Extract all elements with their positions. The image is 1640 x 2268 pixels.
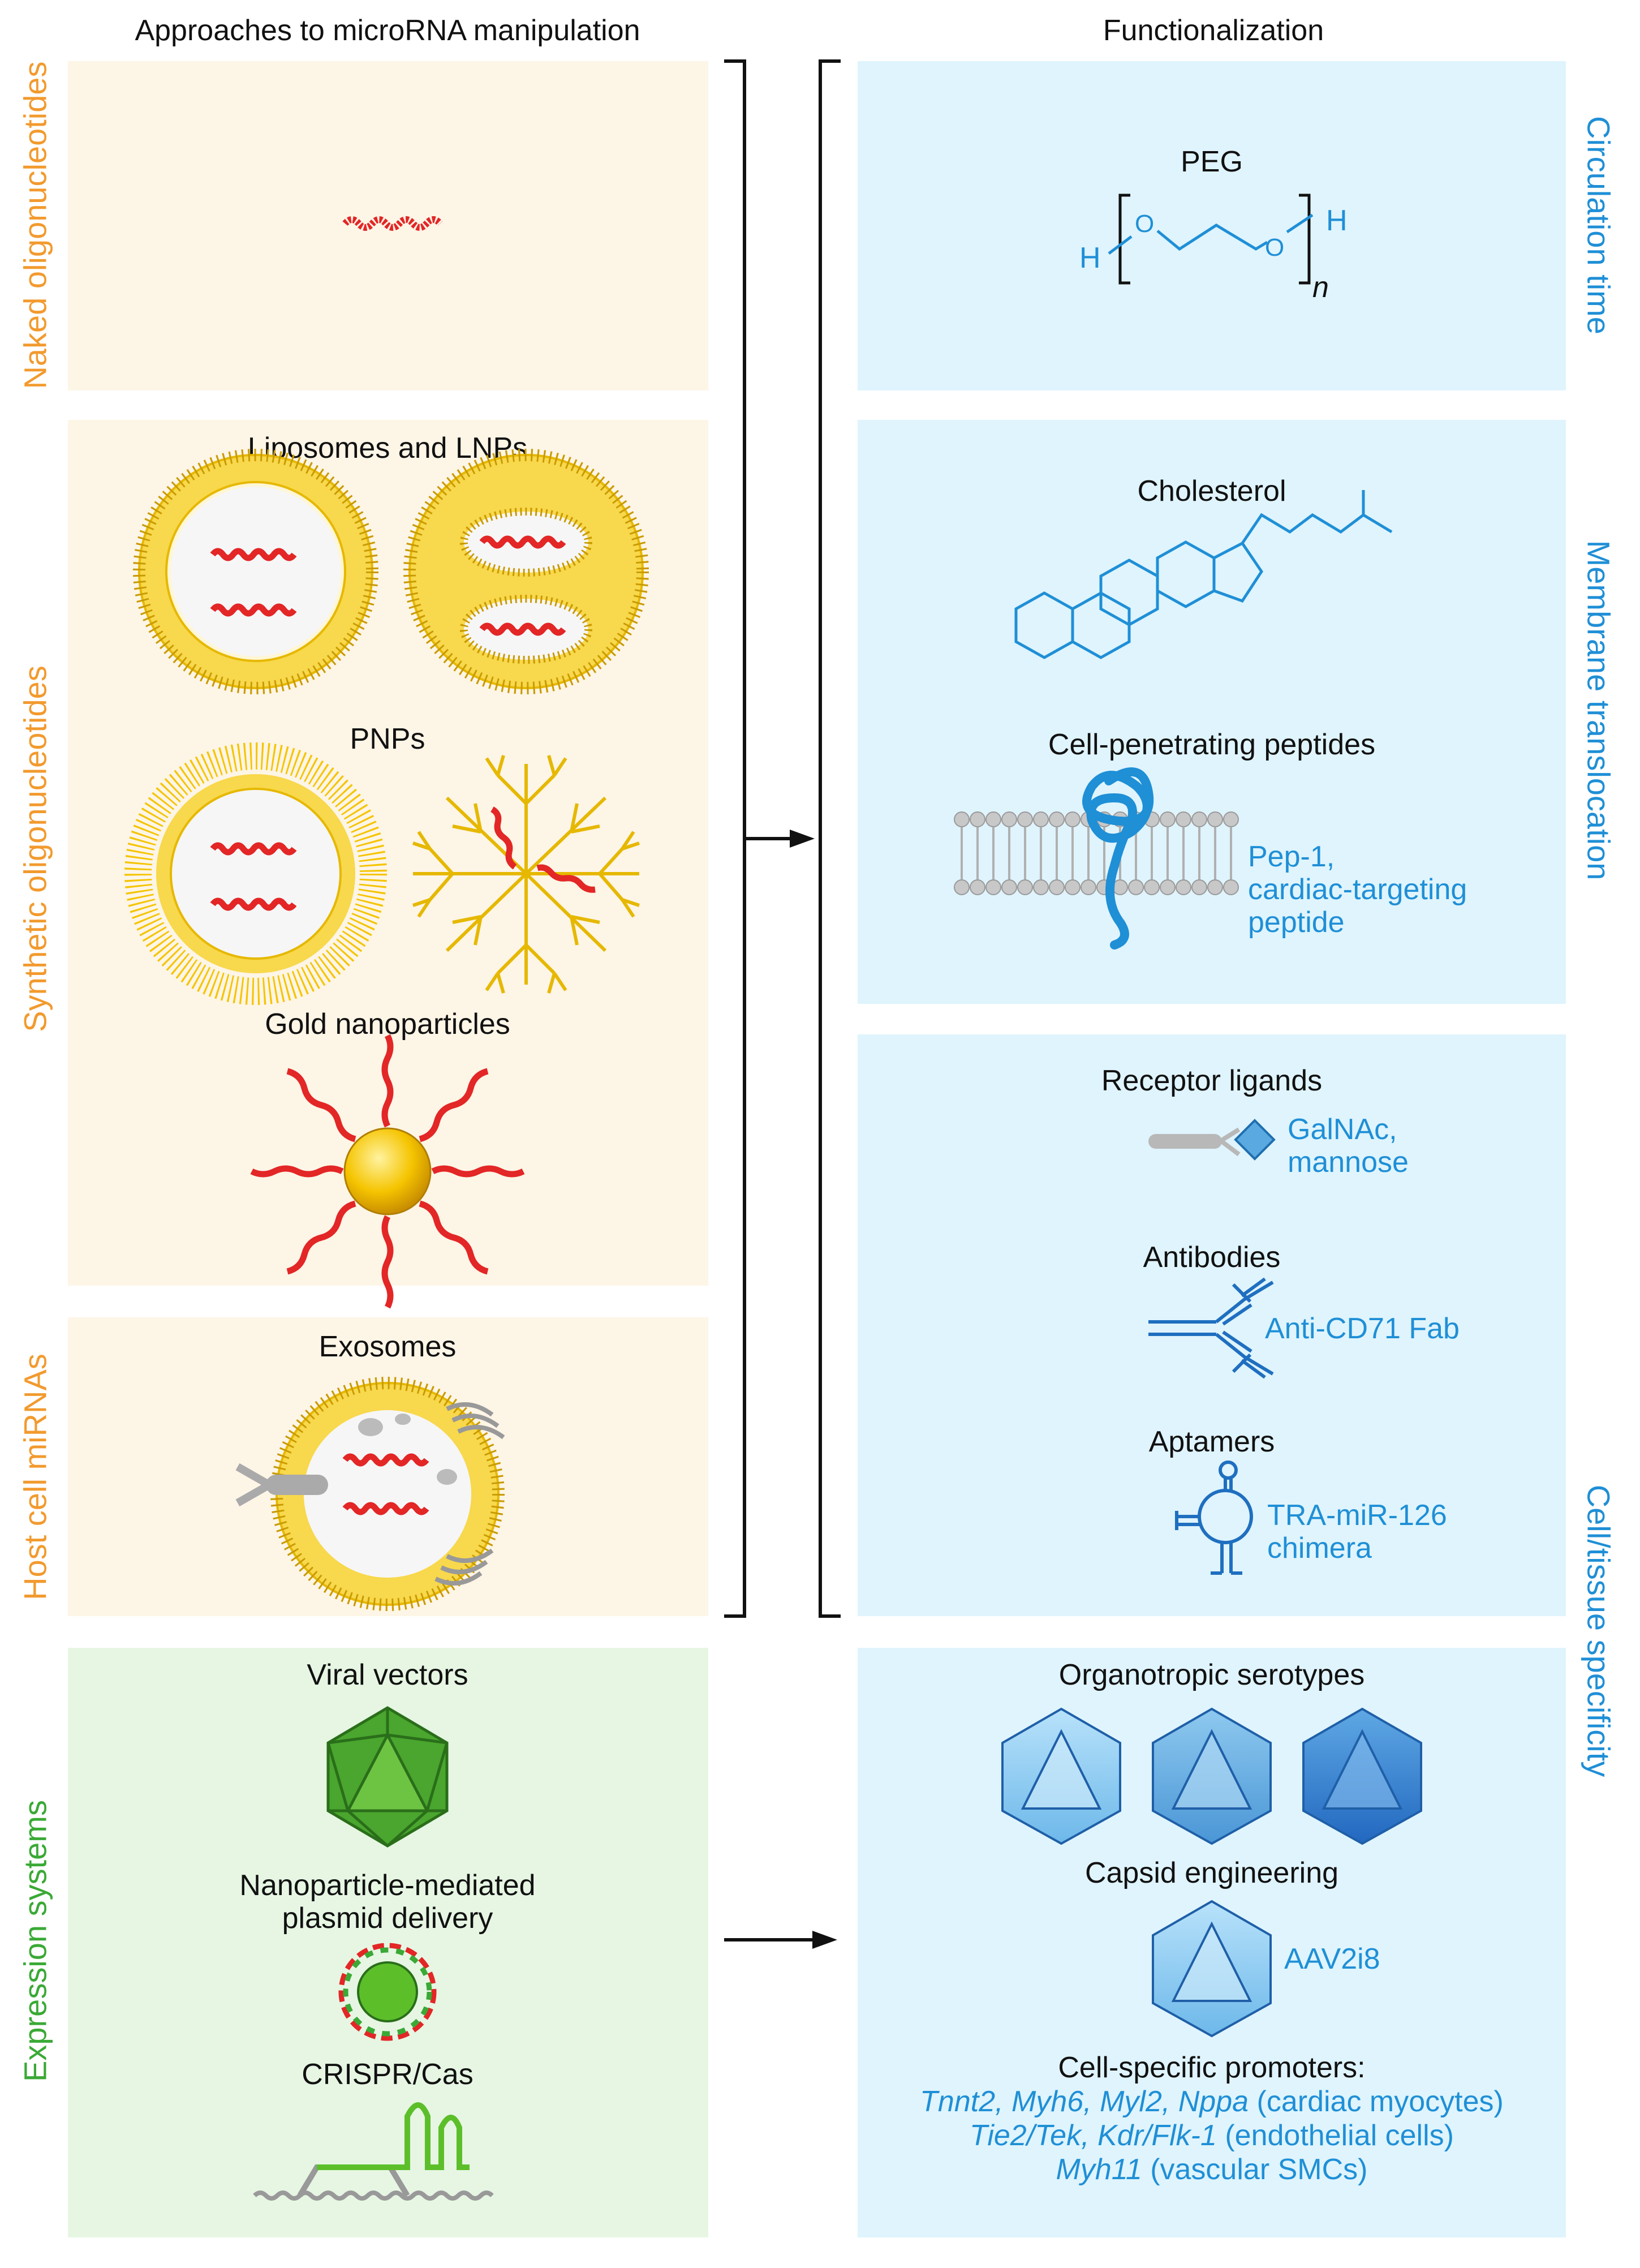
peg-o-left: O xyxy=(1135,210,1155,238)
exosomes-title: Exosomes xyxy=(318,1330,457,1363)
right-header: Functionalization xyxy=(1103,14,1324,47)
promoter-smc: Myh11 (vascular SMCs) xyxy=(1056,2153,1368,2187)
membrane-panel xyxy=(858,420,1566,1004)
antibodies-title: Antibodies xyxy=(1143,1241,1281,1274)
specificity-panel xyxy=(858,1034,1566,1616)
pep1-line2: cardiac-targeting xyxy=(1248,873,1467,906)
plasmid-title-1: Nanoparticle-mediated xyxy=(239,1869,536,1902)
pnp-micelle-icon xyxy=(124,742,387,1005)
circulation-panel xyxy=(858,61,1566,390)
liposome-icon xyxy=(133,449,378,694)
pnps-title: PNPs xyxy=(350,723,425,755)
peg-subscript: n xyxy=(1312,271,1329,304)
promoter-endothelial: Tie2/Tek, Kdr/Flk-1 (endothelial cells) xyxy=(970,2119,1454,2153)
antibody-icon xyxy=(1148,1277,1274,1379)
promoter-smc-cells: (vascular SMCs) xyxy=(1142,2153,1368,2186)
peg-structure xyxy=(1108,194,1314,285)
plasmid-title-2: plasmid delivery xyxy=(282,1902,493,1935)
viral-capsid-icon xyxy=(326,1706,449,1848)
serotypes-title: Organotropic serotypes xyxy=(1058,1659,1365,1691)
galnac-line2: mannose xyxy=(1288,1146,1409,1179)
receptor-title: Receptor ligands xyxy=(1101,1064,1323,1097)
crispr-title: CRISPR/Cas xyxy=(302,2058,474,2091)
cpp-membrane-icon xyxy=(954,767,1239,950)
cholesterol-structure xyxy=(1014,490,1393,659)
naked-oligo-rna xyxy=(342,216,443,231)
serotype-capsids xyxy=(1001,1707,1422,2038)
exosome-icon xyxy=(235,1377,505,1611)
cholesterol-title: Cholesterol xyxy=(1137,475,1286,508)
peg-h-right: H xyxy=(1326,204,1348,237)
viral-vectors-title: Viral vectors xyxy=(307,1659,468,1691)
pep1-line1: Pep-1, xyxy=(1248,840,1335,873)
left-header: Approaches to microRNA manipulation xyxy=(135,14,640,47)
promoter-cardiac: Tnnt2, Myh6, Myl2, Nppa (cardiac myocyte… xyxy=(920,2085,1504,2119)
peg-o-right: O xyxy=(1265,234,1285,261)
aptamer-icon xyxy=(1175,1461,1253,1575)
gold-nanoparticle-icon xyxy=(250,1034,525,1309)
tra-line2: chimera xyxy=(1267,1532,1372,1565)
pnp-dendrimer-icon xyxy=(412,755,640,994)
peg-title: PEG xyxy=(1181,145,1243,178)
promoter-cardiac-cells: (cardiac myocytes) xyxy=(1249,2085,1504,2118)
aav-label: AAV2i8 xyxy=(1284,1943,1380,1975)
promoter-cardiac-genes: Tnnt2, Myh6, Myl2, Nppa xyxy=(920,2085,1249,2118)
peg-h-left: H xyxy=(1079,242,1101,274)
promoters-title: Cell-specific promoters: xyxy=(1058,2051,1366,2084)
promoter-endothelial-cells: (endothelial cells) xyxy=(1216,2119,1454,2152)
gold-title: Gold nanoparticles xyxy=(265,1008,510,1041)
tra-line1: TRA-miR-126 xyxy=(1267,1499,1447,1532)
plasmid-nanoparticle-icon xyxy=(338,1943,437,2041)
promoter-endothelial-genes: Tie2/Tek, Kdr/Flk-1 xyxy=(970,2119,1217,2152)
crispr-icon xyxy=(253,2102,494,2201)
aptamers-title: Aptamers xyxy=(1148,1425,1275,1458)
galnac-line1: GalNAc, xyxy=(1288,1113,1397,1146)
receptor-ligand-icon xyxy=(1148,1119,1276,1161)
pep1-line3: peptide xyxy=(1248,906,1345,939)
lnp-icon xyxy=(403,449,649,694)
promoter-smc-genes: Myh11 xyxy=(1056,2153,1142,2186)
cpp-title: Cell-penetrating peptides xyxy=(1048,728,1376,761)
fab-label: Anti-CD71 Fab xyxy=(1265,1312,1460,1345)
capsid-title: Capsid engineering xyxy=(1084,1857,1339,1889)
